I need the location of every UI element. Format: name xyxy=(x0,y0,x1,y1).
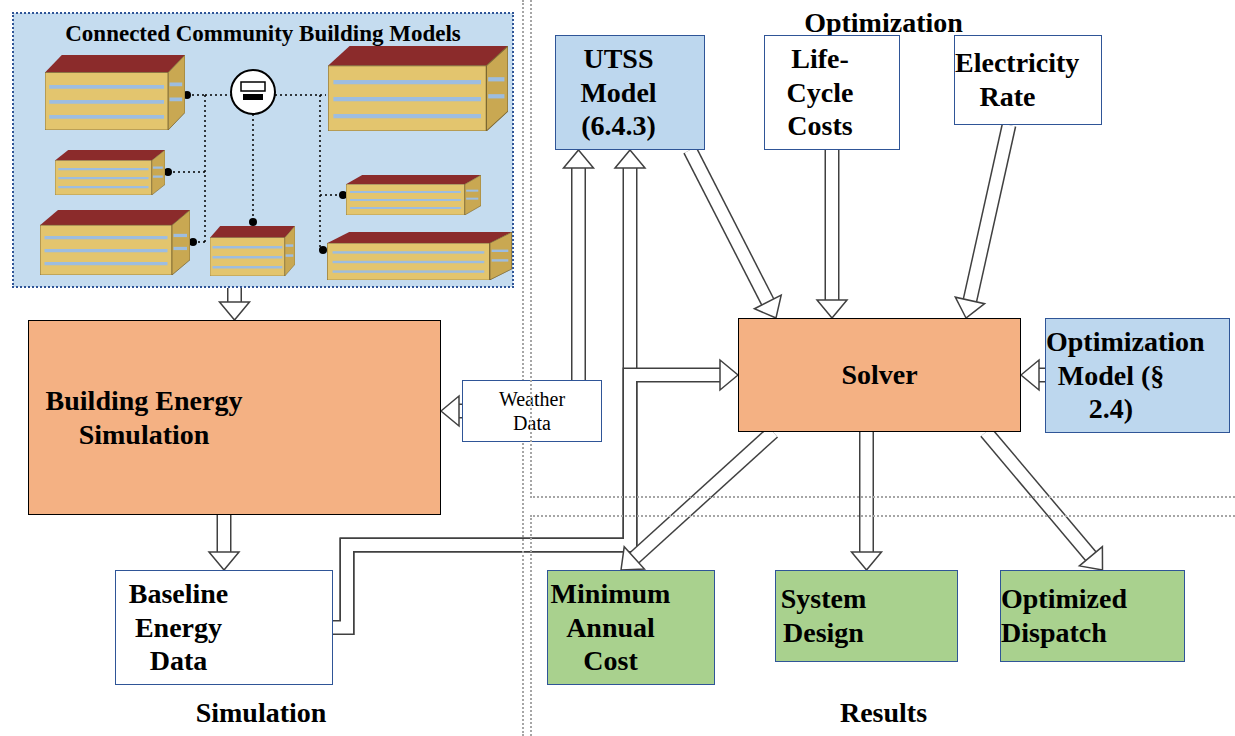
wire-dots xyxy=(164,91,347,254)
building xyxy=(346,175,481,215)
data-box: Baseline Energy Data xyxy=(115,570,333,685)
box-label: Optimization Model (§ 2.4) xyxy=(1046,325,1176,426)
input-box: Life-Cycle Costs xyxy=(764,35,900,150)
network-wires xyxy=(168,95,343,250)
box-label: Weather Data xyxy=(491,387,573,435)
block-arrow xyxy=(209,515,239,570)
block-arrow xyxy=(852,432,882,570)
region-band: Simulation Connected Community Building M… xyxy=(0,0,524,736)
block-arrow xyxy=(441,396,462,426)
building xyxy=(55,150,165,195)
result-box: Optimized Dispatch xyxy=(1000,570,1185,662)
model-box: Optimization Model (§ 2.4) xyxy=(1045,318,1230,433)
block-arrow xyxy=(621,432,773,570)
box-label: Minimum Annual Cost xyxy=(548,577,673,678)
box-label: Optimized Dispatch xyxy=(1001,582,1106,649)
region-band: OptimizationUTSS Model (6.4.3)Life-Cycle… xyxy=(530,0,1235,498)
block-arrow xyxy=(955,125,1009,318)
model-box: UTSS Model (6.4.3) xyxy=(555,35,705,150)
building xyxy=(210,226,295,276)
process-box: Building Energy Simulation xyxy=(28,320,441,515)
input-box: Weather Data xyxy=(462,380,602,442)
block-arrow xyxy=(817,150,847,318)
community-panel: Connected Community Building Models xyxy=(12,12,514,288)
meter-symbol xyxy=(231,70,275,114)
box-label: Baseline Energy Data xyxy=(116,577,241,678)
result-box: Minimum Annual Cost xyxy=(547,570,715,685)
input-box: Electricity Rate xyxy=(954,35,1102,125)
box-label: System Design xyxy=(776,582,871,649)
result-box: System Design xyxy=(775,570,958,662)
building xyxy=(40,210,190,275)
block-arrow xyxy=(1021,360,1045,390)
box-label: Solver xyxy=(739,358,1020,392)
solver-box: Solver xyxy=(738,318,1021,432)
region-band: Results Minimum Annual Cost System Design O… xyxy=(530,515,1235,736)
block-arrow xyxy=(220,288,250,320)
block-arrow xyxy=(564,150,594,380)
block-arrow xyxy=(986,432,1103,570)
building xyxy=(327,232,512,280)
box-label: UTSS Model (6.4.3) xyxy=(556,42,681,143)
region-title: Results xyxy=(532,696,1235,730)
box-label: Electricity Rate xyxy=(955,46,1060,113)
block-arrow xyxy=(690,150,781,318)
region-title: Simulation xyxy=(0,696,522,730)
box-label: Building Energy Simulation xyxy=(29,384,259,451)
panel-fill xyxy=(13,13,513,287)
box-label: Life-Cycle Costs xyxy=(765,42,875,143)
building xyxy=(328,46,508,131)
building xyxy=(45,55,185,130)
box-label: Connected Community Building Models xyxy=(14,14,512,48)
